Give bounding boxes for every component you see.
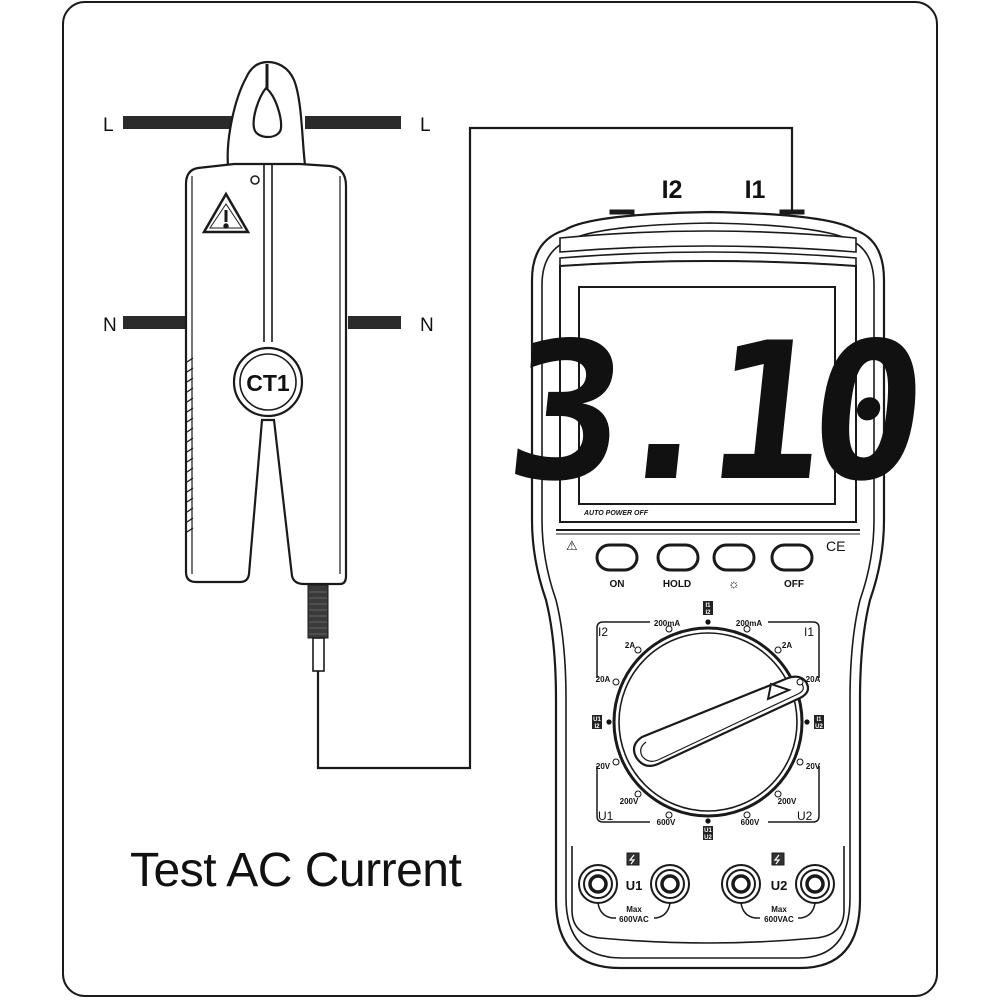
u1-jack-left[interactable]	[578, 864, 618, 904]
i1-range-200ma[interactable]: 200mA	[736, 619, 762, 628]
svg-text:U1: U1	[593, 717, 601, 723]
u2-range-bracket	[768, 766, 820, 823]
warning-triangle-icon	[201, 191, 251, 234]
clamp-pivot-hole	[250, 175, 260, 185]
dial-position-left: U1 I2	[592, 715, 612, 730]
u1-jack-right[interactable]	[650, 864, 690, 904]
dial-position-top: I1 I2	[703, 601, 713, 625]
line-wire-right	[305, 116, 401, 129]
backlight-button[interactable]	[712, 543, 756, 572]
i2-range-20a[interactable]: 20A	[596, 675, 611, 684]
test-lead	[316, 126, 794, 770]
i1-range-2a[interactable]: 2A	[782, 641, 792, 650]
clamp-center-slit	[263, 164, 273, 342]
u1-range-600v[interactable]: 600V	[657, 818, 676, 827]
u1-jack-label: U1	[626, 878, 643, 893]
diagram-title: Test AC Current	[130, 844, 462, 897]
i2-range-2a[interactable]: 2A	[625, 641, 635, 650]
svg-text:U2: U2	[815, 724, 823, 730]
hold-button[interactable]	[656, 543, 700, 572]
jack-panel	[571, 846, 845, 944]
high-voltage-icon	[771, 852, 785, 866]
lcd-reading: 3.10	[498, 301, 926, 522]
high-voltage-icon	[626, 852, 640, 866]
u1-range-bracket	[596, 766, 650, 823]
multimeter	[530, 209, 886, 970]
u2-jack-right[interactable]	[795, 864, 835, 904]
svg-text:I2: I2	[705, 610, 711, 616]
i1-range-20a[interactable]: 20A	[806, 675, 821, 684]
on-button[interactable]	[595, 543, 639, 572]
neutral-left-label: N	[103, 315, 117, 336]
dial-group-i1: I1	[804, 625, 814, 639]
svg-text:I1: I1	[705, 603, 711, 609]
i1-range-bracket	[768, 621, 820, 678]
line-wire-left	[123, 116, 233, 129]
dial-position-bottom: U1 U2	[703, 818, 713, 841]
u2-range-200v[interactable]: 200V	[778, 797, 797, 806]
u1-range-20v[interactable]: 20V	[596, 762, 611, 771]
clamp-grip-ridges	[186, 357, 194, 533]
u1-max-label: Max	[626, 905, 642, 914]
i2-range-bracket	[596, 621, 650, 678]
u1-rating-label: 600VAC	[619, 915, 649, 924]
neutral-wire-right	[348, 316, 401, 329]
i2-range-200ma[interactable]: 200mA	[654, 619, 680, 628]
clamp-jaw-opening	[252, 86, 283, 139]
i2-input-label: I2	[662, 176, 683, 204]
dial-group-u2: U2	[797, 809, 813, 823]
lcd-reading-value: 3.10	[498, 301, 926, 522]
range-detents	[612, 625, 804, 819]
on-button-label: ON	[610, 579, 625, 590]
current-clamp	[184, 60, 348, 672]
svg-text:I2: I2	[594, 724, 600, 730]
neutral-right-label: N	[420, 315, 434, 336]
backlight-icon: ☼	[728, 576, 740, 591]
svg-text:U2: U2	[704, 835, 712, 841]
i1-input-label: I1	[745, 176, 766, 204]
u2-jack-left[interactable]	[721, 864, 761, 904]
ct1-badge-inner	[239, 353, 297, 411]
svg-text:I1: I1	[816, 717, 822, 723]
off-button[interactable]	[770, 543, 814, 572]
off-button-label: OFF	[784, 579, 804, 590]
ct1-label: CT1	[246, 370, 290, 396]
warning-mark-icon: ⚠	[566, 538, 578, 553]
u2-range-600v[interactable]: 600V	[741, 818, 760, 827]
clamp-plug	[312, 637, 325, 672]
u1-range-200v[interactable]: 200V	[620, 797, 639, 806]
clamp-cable-strain-relief	[307, 584, 329, 639]
i2-port	[609, 209, 635, 215]
auto-power-off-label: AUTO POWER OFF	[583, 510, 649, 517]
ce-mark: CE	[826, 538, 845, 554]
rotary-knob-pointer[interactable]	[632, 675, 810, 767]
i1-port	[779, 209, 805, 215]
neutral-wire-left	[123, 316, 185, 329]
line-left-label: L	[103, 115, 114, 136]
u2-max-label: Max	[771, 905, 787, 914]
dial-group-i2: I2	[598, 625, 608, 639]
u2-rating-label: 600VAC	[764, 915, 794, 924]
hold-button-label: HOLD	[663, 579, 691, 590]
dial-position-right: I1 U2	[804, 715, 824, 730]
dial-group-u1: U1	[598, 809, 614, 823]
u2-range-20v[interactable]: 20V	[806, 762, 821, 771]
u2-jack-label: U2	[771, 878, 788, 893]
line-right-label: L	[420, 115, 431, 136]
svg-text:U1: U1	[704, 828, 712, 834]
lcd-screen	[578, 286, 836, 505]
pointer-arrow-icon	[766, 682, 792, 701]
